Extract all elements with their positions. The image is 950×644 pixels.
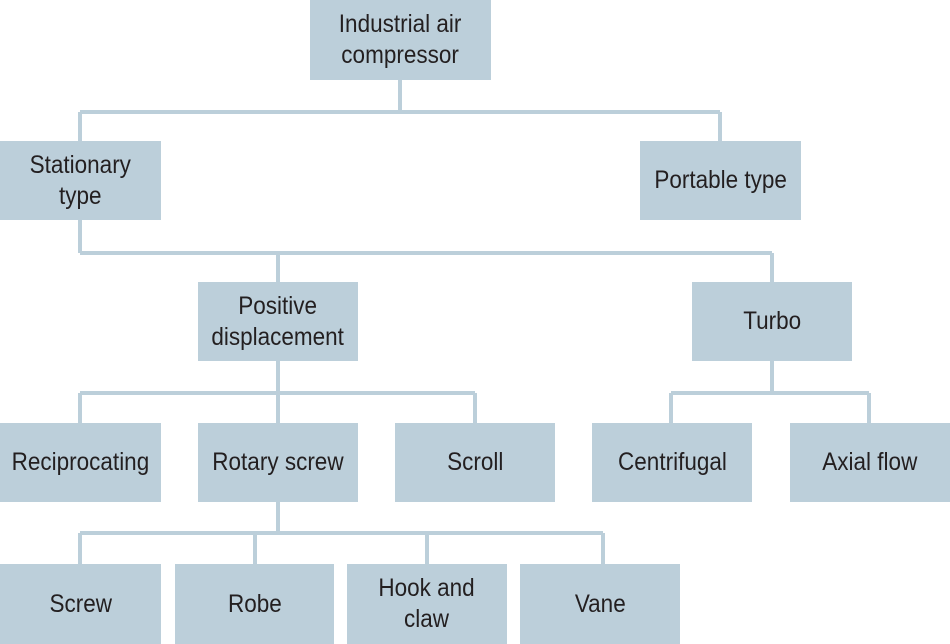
connector-stationary: [78, 220, 774, 282]
node-hook-and-claw: Hook and claw: [347, 564, 507, 644]
node-reciprocating: Reciprocating: [0, 423, 161, 502]
connector-turbo: [669, 361, 871, 423]
connector-root: [78, 80, 722, 141]
node-axial-flow: Axial flow: [790, 423, 950, 502]
node-robe: Robe: [175, 564, 334, 644]
node-rotary-screw: Rotary screw: [198, 423, 358, 502]
node-scroll: Scroll: [395, 423, 555, 502]
node-vane: Vane: [520, 564, 680, 644]
connector-positive: [78, 361, 477, 423]
node-industrial-air-compressor: Industrial air compressor: [310, 0, 491, 80]
node-positive-displacement: Positive displacement: [198, 282, 358, 361]
node-stationary-type: Stationary type: [0, 141, 161, 220]
node-turbo: Turbo: [692, 282, 852, 361]
node-centrifugal: Centrifugal: [592, 423, 752, 502]
node-portable-type: Portable type: [640, 141, 801, 220]
connector-rotary-screw: [78, 502, 605, 564]
node-screw: Screw: [0, 564, 161, 644]
